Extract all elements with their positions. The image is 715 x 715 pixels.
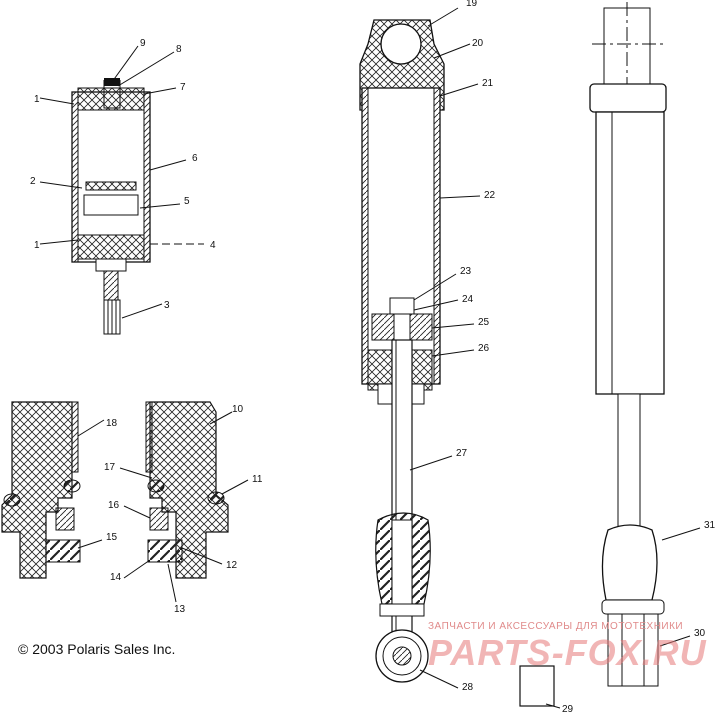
callout-c30: 30	[694, 628, 706, 639]
callout-c16: 16	[108, 500, 120, 511]
copyright-notice: © 2003 Polaris Sales Inc.	[18, 641, 176, 657]
callout-c4: 4	[210, 240, 216, 251]
callout-c22: 22	[484, 190, 496, 201]
callout-c26: 26	[478, 343, 490, 354]
callout-c19: 19	[466, 0, 478, 9]
callout-c20: 20	[472, 38, 484, 49]
callout-c13: 13	[174, 604, 186, 615]
callout-c29: 29	[562, 704, 574, 715]
watermark-tagline: ЗАПЧАСТИ И АКСЕССУАРЫ ДЛЯ МОТОТЕХНИКИ	[428, 621, 684, 632]
reservoir-assembly	[39, 45, 204, 335]
callout-c5: 5	[184, 196, 190, 207]
callout-c27: 27	[456, 448, 468, 459]
callout-c15: 15	[106, 532, 118, 543]
callout-labels: 1213456789101112131415161718192021222324…	[30, 0, 715, 715]
callout-c6: 6	[192, 153, 198, 164]
shock-cutaway	[359, 7, 561, 709]
shock-assembled	[589, 2, 701, 687]
callout-c11: 11	[252, 474, 263, 485]
callout-c9: 9	[140, 38, 146, 49]
callout-c18: 18	[106, 418, 118, 429]
callout-c3: 3	[164, 300, 170, 311]
callout-c7: 7	[180, 82, 186, 93]
callout-c8: 8	[176, 44, 182, 55]
callout-c25: 25	[478, 317, 490, 328]
callout-c23: 23	[460, 266, 472, 277]
callout-c12: 12	[226, 560, 238, 571]
callout-c28: 28	[462, 682, 474, 693]
callout-c17: 17	[104, 462, 116, 473]
callout-c14: 14	[110, 572, 122, 583]
bumper-detail	[1, 401, 249, 603]
callout-c10: 10	[232, 404, 244, 415]
callout-c1a: 1	[34, 94, 40, 105]
callout-c21: 21	[482, 78, 494, 89]
watermark-logo: PARTS-FOX.RU	[428, 632, 707, 673]
callout-c1b: 1	[34, 240, 40, 251]
callout-c31: 31	[704, 520, 715, 531]
callout-c24: 24	[462, 294, 474, 305]
callout-c2: 2	[30, 176, 36, 187]
